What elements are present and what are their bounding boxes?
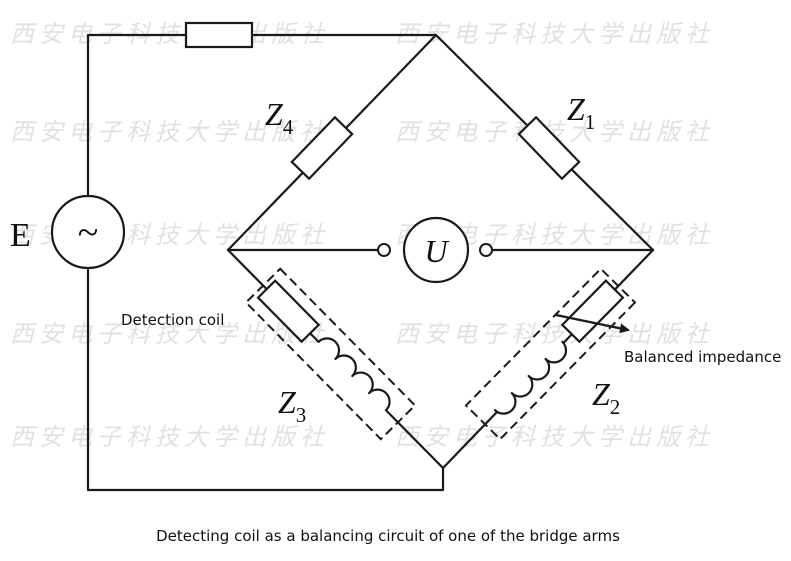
z3-inductor-coil xyxy=(317,337,391,412)
watermark-row: 西安电子科技大学出版社 xyxy=(395,320,714,348)
z1-label: Z1 xyxy=(567,91,595,134)
series-resistor xyxy=(184,21,254,49)
watermark-row: 西安电子科技大学出版社 xyxy=(10,320,329,348)
voltmeter-circle xyxy=(402,216,470,284)
meter-terminal-right xyxy=(479,243,493,257)
meter-label: U xyxy=(424,233,449,269)
z1-resistor xyxy=(517,115,581,181)
watermark-row: 西安电子科技大学出版社 xyxy=(395,20,714,48)
watermark-row: 西安电子科技大学出版社 xyxy=(10,118,329,146)
meter-branch: U xyxy=(226,216,655,284)
z2-resistor xyxy=(560,279,625,344)
balanced-impedance-arm xyxy=(464,267,637,441)
z3-label: Z3 xyxy=(278,384,306,427)
figure-caption: Detecting coil as a balancing circuit of… xyxy=(156,527,620,545)
z3-resistor xyxy=(256,279,321,344)
z2-label: Z2 xyxy=(592,376,620,419)
detection-coil-label: Detection coil xyxy=(121,311,224,329)
adjustable-arrow-icon xyxy=(554,313,630,334)
watermark-row: 西安电子科技大学出版社 xyxy=(395,423,714,451)
balanced-impedance-label: Balanced impedance xyxy=(624,348,781,366)
ac-source: ~ xyxy=(50,194,126,270)
z2-inductor-coil xyxy=(493,340,568,415)
detection-coil-dashed-box xyxy=(244,267,417,441)
balanced-impedance-dashed-box xyxy=(464,267,637,441)
supply-loop-wire xyxy=(86,33,445,492)
z4-label: Z4 xyxy=(265,96,294,139)
detection-coil-arm xyxy=(244,267,417,441)
ac-symbol: ~ xyxy=(78,212,99,254)
meter-terminal-left xyxy=(377,243,391,257)
watermark-row: 西安电子科技大学出版社 xyxy=(10,423,329,451)
z4-resistor xyxy=(290,115,354,181)
source-label: E xyxy=(10,217,31,254)
